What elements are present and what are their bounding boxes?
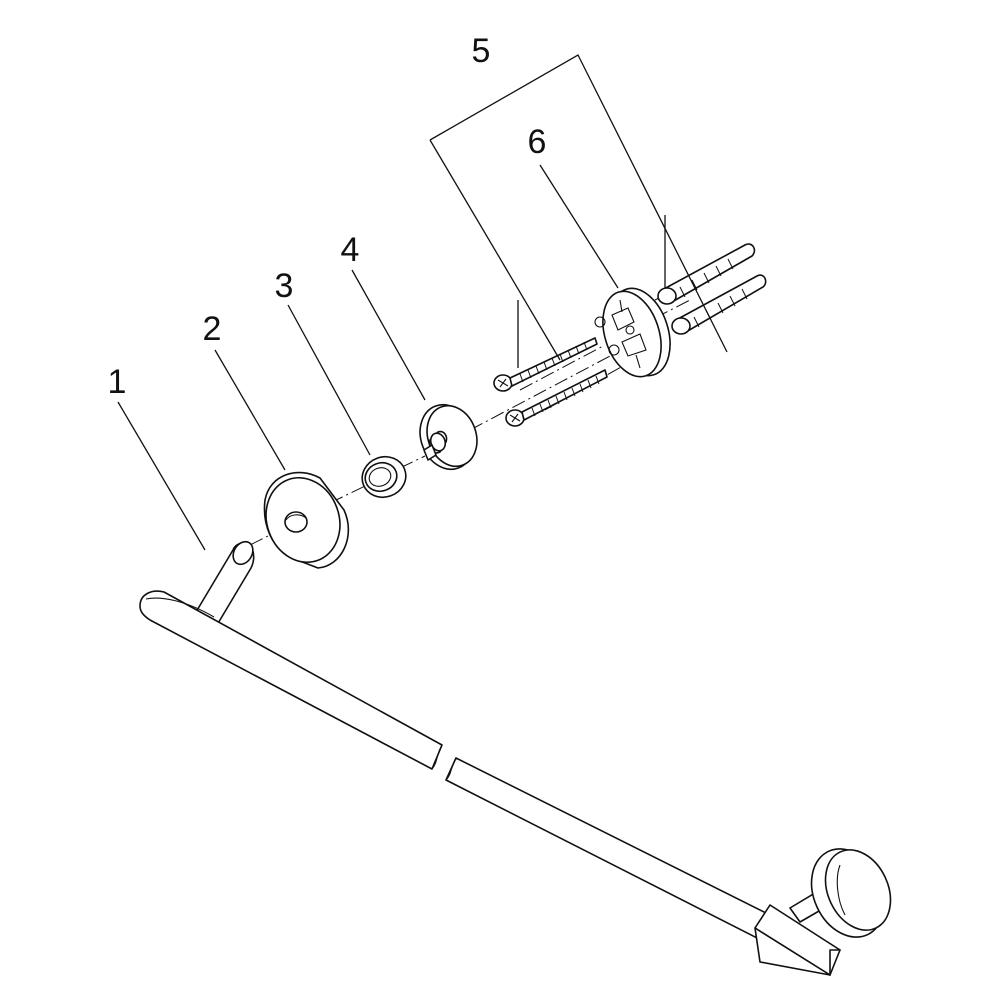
wall-plug-lower	[671, 274, 767, 335]
callout-1: 1	[108, 363, 127, 401]
wall-bracket	[594, 287, 671, 378]
towel-rail-bar	[139, 540, 841, 976]
wall-plug-upper	[657, 243, 756, 305]
callout-6: 6	[528, 123, 547, 161]
retaining-ring	[361, 455, 407, 499]
fixing-screw-upper	[493, 337, 598, 392]
callout-3: 3	[275, 267, 294, 305]
mounting-plate	[419, 403, 478, 471]
fixing-screw-lower	[505, 369, 608, 427]
callout-4: 4	[341, 231, 360, 269]
leader-lines	[117, 54, 728, 551]
cover-rosette	[263, 471, 350, 569]
callout-2: 2	[203, 310, 222, 348]
far-wall-rosette	[789, 848, 892, 938]
callout-5: 5	[472, 32, 491, 70]
